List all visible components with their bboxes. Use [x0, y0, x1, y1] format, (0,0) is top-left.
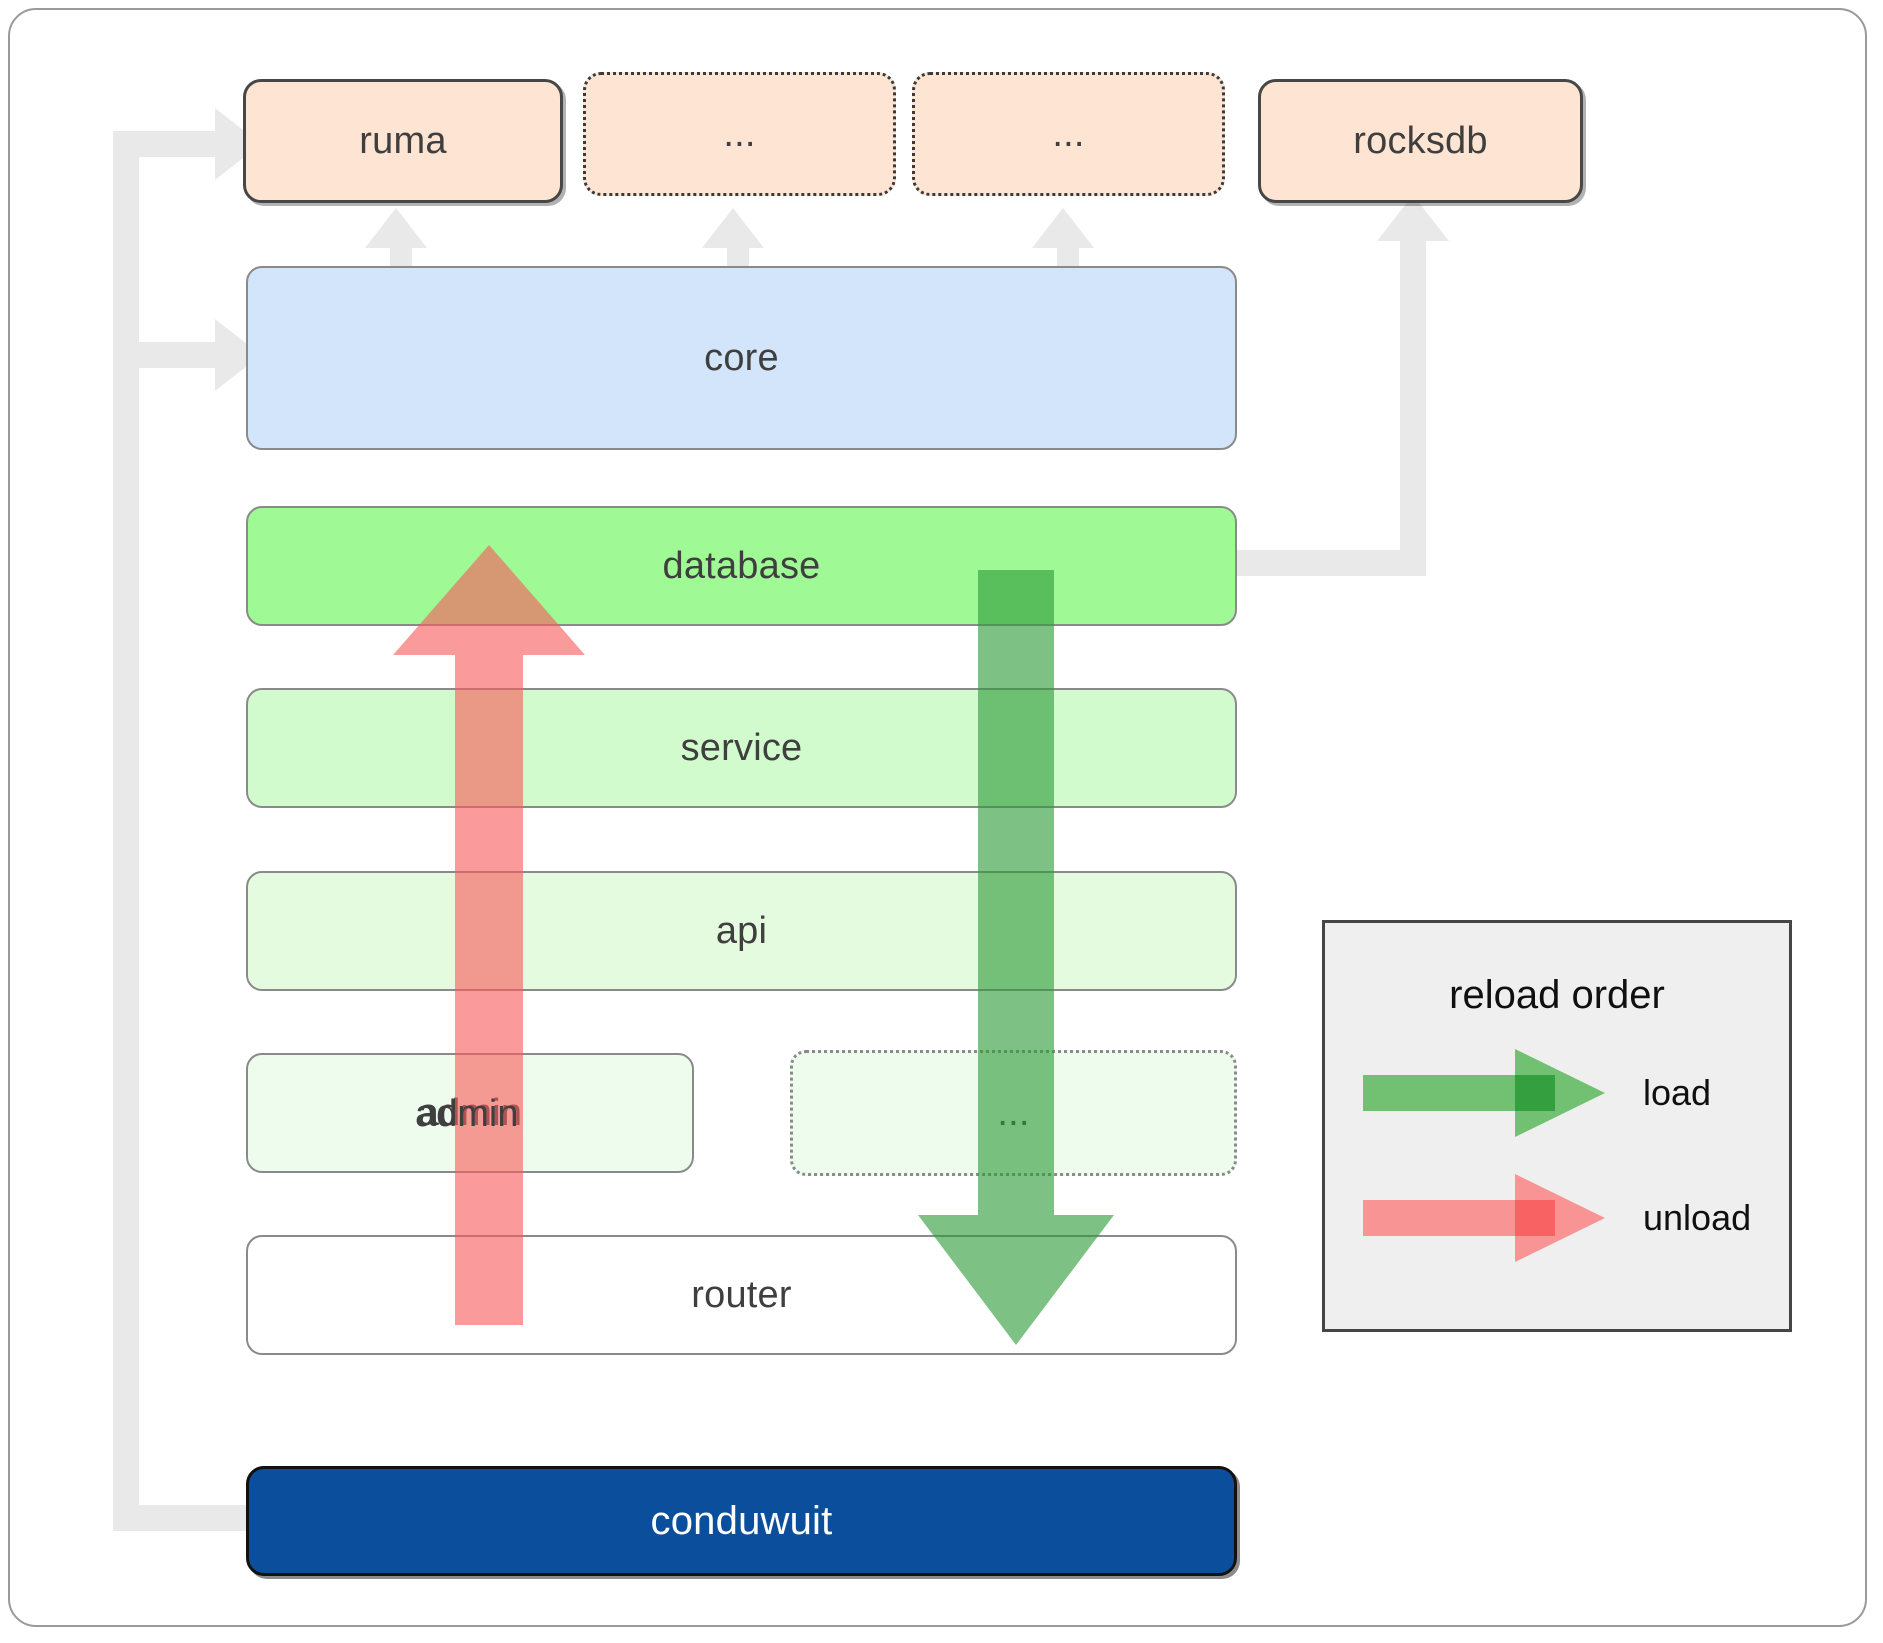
connector-core-dots2-head	[1032, 208, 1094, 248]
legend-unload-label: unload	[1643, 1197, 1752, 1238]
layer-node-api[interactable]: api	[246, 871, 1237, 991]
root-node-conduwuit[interactable]: conduwuit	[246, 1466, 1237, 1576]
connector-left-bottom	[113, 1505, 263, 1531]
dependency-node-ellipsis-2[interactable]: ...	[912, 72, 1225, 196]
legend-load-arrow-icon	[1363, 1049, 1605, 1137]
dependency-label: ruma	[359, 119, 447, 162]
layer-node-core[interactable]: core	[246, 266, 1237, 450]
layer-label: core	[704, 336, 779, 379]
connector-core-dots1-head	[702, 208, 764, 248]
layer-label: api	[715, 909, 768, 952]
layer-node-router[interactable]: router	[246, 1235, 1237, 1355]
layer-label: router	[691, 1273, 792, 1316]
root-label: conduwuit	[650, 1498, 833, 1543]
connector-branch-core	[113, 342, 223, 368]
dependency-label: ...	[723, 112, 756, 155]
layer-label-admin-overlay: admin	[415, 1093, 519, 1135]
layer-node-ellipsis[interactable]: ...	[790, 1050, 1237, 1176]
dependency-node-rocksdb[interactable]: rocksdb	[1258, 79, 1583, 203]
connector-db-rocksdb-v	[1400, 240, 1426, 576]
dependency-node-ruma[interactable]: ruma	[243, 79, 563, 203]
dependency-label: ...	[1052, 112, 1085, 155]
connector-branch-ruma	[113, 131, 223, 157]
connector-core-ruma-head	[365, 208, 427, 248]
legend-unload-arrow-icon	[1363, 1174, 1605, 1262]
layer-node-service[interactable]: service	[246, 688, 1237, 808]
legend-load-label: load	[1643, 1072, 1712, 1113]
diagram-frame	[8, 8, 1867, 1627]
layer-node-database[interactable]: database	[246, 506, 1237, 626]
dependency-label: rocksdb	[1353, 119, 1488, 162]
legend-title: reload order	[1449, 973, 1665, 1017]
layer-label: database	[662, 544, 821, 587]
connector-left-trunk	[113, 131, 139, 1531]
legend-panel: reload order load unload	[1322, 920, 1792, 1332]
dependency-node-ellipsis-1[interactable]: ...	[583, 72, 896, 196]
layer-label: ...	[997, 1091, 1030, 1134]
layer-label: service	[680, 726, 803, 769]
connector-db-rocksdb-h	[1230, 550, 1413, 576]
